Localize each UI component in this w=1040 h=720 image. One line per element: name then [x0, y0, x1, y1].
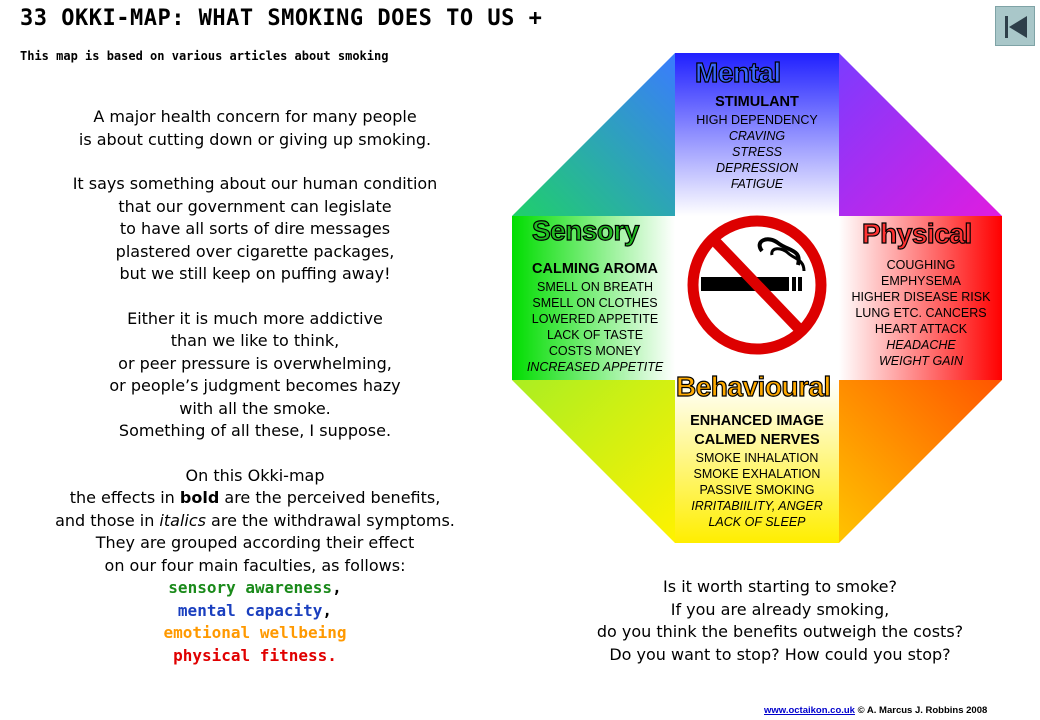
effect-item: HEART ATTACK	[874, 322, 968, 336]
intro-paragraph-2: It says something about our human condit…	[72, 174, 438, 283]
closing-questions: Is it worth starting to smoke? If you ar…	[596, 577, 964, 664]
effect-item: LACK OF TASTE	[546, 328, 644, 342]
section-sensory: CALMING AROMA SMELL ON BREATH SMELL ON C…	[516, 260, 674, 375]
effect-item: STRESS	[731, 145, 782, 159]
effect-item: SMOKE INHALATION	[695, 451, 819, 465]
effect-item: CALMING AROMA	[532, 261, 658, 277]
section-behavioural: ENHANCED IMAGE CALMED NERVES SMOKE INHAL…	[675, 412, 839, 530]
effect-item: ENHANCED IMAGE	[690, 413, 824, 429]
effect-item: PASSIVE SMOKING	[699, 483, 815, 497]
effect-item: HEADACHE	[886, 338, 956, 352]
faculty-label: sensory awareness	[168, 578, 333, 597]
effect-item: IRRITABIILITY, ANGER	[691, 499, 823, 513]
effect-item: CRAVING	[728, 129, 786, 143]
effect-item: LUNG ETC. CANCERS	[855, 306, 987, 320]
effect-item: FATIGUE	[730, 177, 784, 191]
effect-item: HIGH DEPENDENCY	[696, 113, 818, 127]
bold-legend: bold	[179, 488, 220, 507]
effect-item: SMELL ON CLOTHES	[532, 296, 658, 310]
heading-sensory: Sensory	[531, 214, 640, 246]
faculty-mental: mental capacity,	[177, 600, 333, 620]
effect-item: EMPHYSEMA	[881, 274, 961, 288]
effect-item: WEIGHT GAIN	[878, 354, 964, 368]
octagon-background	[512, 53, 1002, 543]
page-title: 33 OKKI-MAP: WHAT SMOKING DOES TO US +	[20, 6, 543, 31]
intro-paragraph-3: Either it is much more addictive than we…	[109, 308, 401, 441]
footer-credit: www.octaikon.co.uk © A. Marcus J. Robbin…	[764, 705, 987, 716]
effect-item: LOWERED APPETITE	[531, 312, 659, 326]
section-physical: COUGHING EMPHYSEMA HIGHER DISEASE RISK L…	[842, 257, 1000, 369]
back-button[interactable]	[995, 6, 1035, 46]
intro-text: A major health concern for many people i…	[20, 106, 490, 689]
faculty-label: physical fitness.	[173, 645, 337, 665]
website-link[interactable]: www.octaikon.co.uk	[764, 705, 855, 716]
faculty-physical: physical fitness.	[20, 645, 490, 668]
heading-mental: Mental	[694, 56, 781, 88]
effect-item: HIGHER DISEASE RISK	[851, 290, 991, 304]
copyright-text: © A. Marcus J. Robbins 2008	[854, 705, 988, 716]
effect-item: DEPRESSION	[716, 161, 798, 175]
italics-legend: italics	[159, 510, 206, 530]
section-mental: STIMULANT HIGH DEPENDENCY CRAVING STRESS…	[675, 93, 839, 192]
heading-behavioural: Behavioural	[675, 370, 831, 402]
faculty-label: mental capacity	[177, 600, 323, 620]
effect-item: LACK OF SLEEP	[708, 515, 806, 529]
intro-paragraph-1: A major health concern for many people i…	[78, 107, 432, 149]
effect-item: COSTS MONEY	[548, 344, 642, 358]
effect-item: INCREASED APPETITE	[526, 360, 664, 374]
heading-physical: Physical	[861, 217, 972, 249]
skip-back-icon	[1005, 16, 1027, 38]
no-smoking-icon	[687, 215, 827, 355]
intro-paragraph-4: On this Okki-map the effects in bold are…	[20, 465, 490, 668]
effect-item: SMELL ON BREATH	[537, 280, 653, 294]
effect-item: STIMULANT	[715, 94, 799, 110]
okki-map: Mental STIMULANT HIGH DEPENDENCY CRAVING…	[512, 53, 1002, 543]
effect-item: COUGHING	[886, 258, 956, 272]
effect-item: CALMED NERVES	[694, 432, 820, 448]
faculty-sensory: sensory awareness,	[168, 578, 342, 597]
effect-item: SMOKE EXHALATION	[693, 467, 821, 481]
faculty-emotional: emotional wellbeing	[20, 622, 490, 645]
page-subtitle: This map is based on various articles ab…	[20, 49, 389, 63]
faculty-label: emotional wellbeing	[163, 623, 347, 642]
